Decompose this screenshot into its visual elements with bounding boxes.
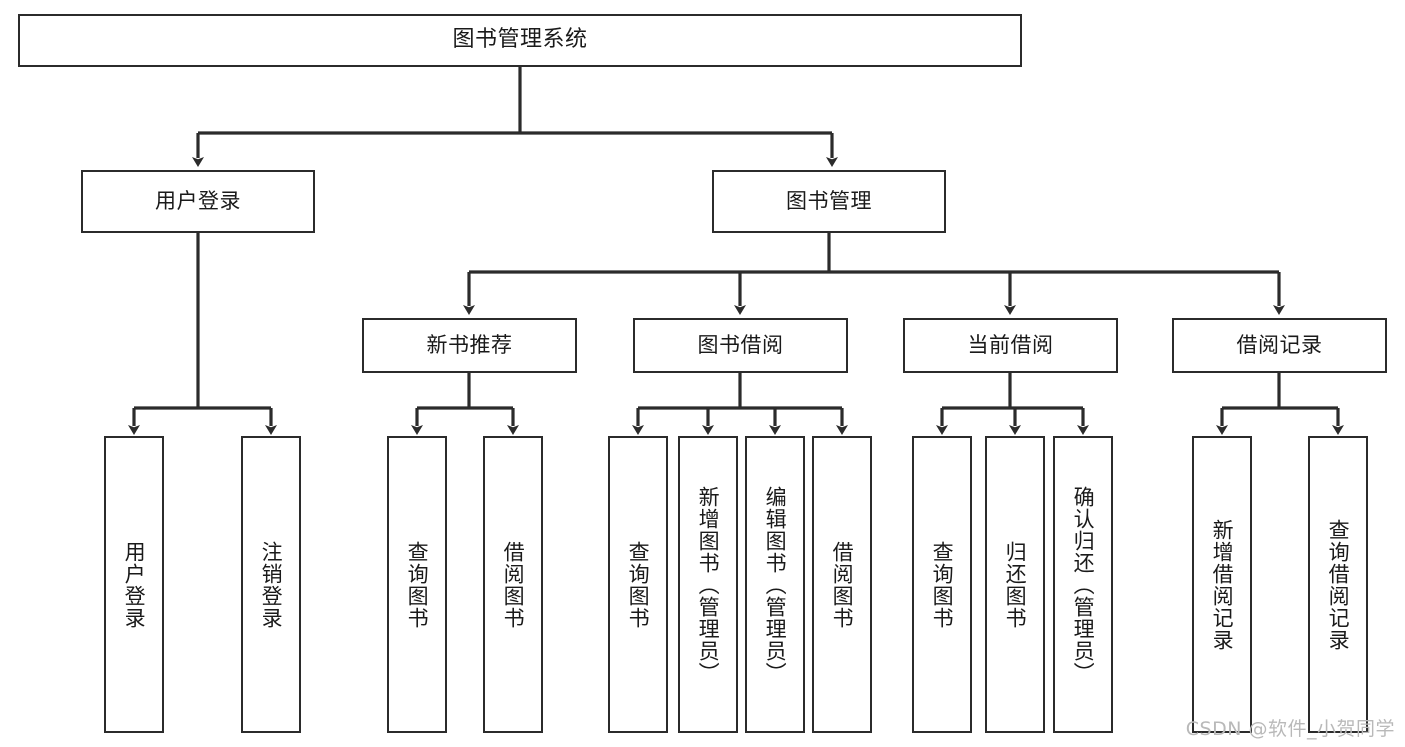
node-new-book-recommend[interactable]: 新书推荐 [362, 318, 577, 373]
node-current-borrow[interactable]: 当前借阅 [903, 318, 1118, 373]
node-leaf-add-borrow-record[interactable]: 新增借阅记录 [1192, 436, 1252, 733]
node-leaf-return-book[interactable]: 归还图书 [985, 436, 1045, 733]
node-leaf-add-book-admin[interactable]: 新增图书（管理员） [678, 436, 738, 733]
node-leaf-query-borrow-record[interactable]: 查询借阅记录 [1308, 436, 1368, 733]
node-leaf-user-logout[interactable]: 注销登录 [241, 436, 301, 733]
node-leaf-query-book-current[interactable]: 查询图书 [912, 436, 972, 733]
node-leaf-borrow-book[interactable]: 借阅图书 [812, 436, 872, 733]
node-book-management[interactable]: 图书管理 [712, 170, 946, 233]
node-user-login[interactable]: 用户登录 [81, 170, 315, 233]
watermark-text: CSDN @软件_小贺同学 [1185, 718, 1395, 740]
node-leaf-query-book-recommend[interactable]: 查询图书 [387, 436, 447, 733]
node-borrow-record[interactable]: 借阅记录 [1172, 318, 1387, 373]
node-leaf-query-book-borrow[interactable]: 查询图书 [608, 436, 668, 733]
node-leaf-user-login[interactable]: 用户登录 [104, 436, 164, 733]
node-root-book-management-system[interactable]: 图书管理系统 [18, 14, 1022, 67]
node-leaf-edit-book-admin[interactable]: 编辑图书（管理员） [745, 436, 805, 733]
node-leaf-confirm-return-admin[interactable]: 确认归还（管理员） [1053, 436, 1113, 733]
node-book-borrow[interactable]: 图书借阅 [633, 318, 848, 373]
node-leaf-borrow-book-recommend[interactable]: 借阅图书 [483, 436, 543, 733]
